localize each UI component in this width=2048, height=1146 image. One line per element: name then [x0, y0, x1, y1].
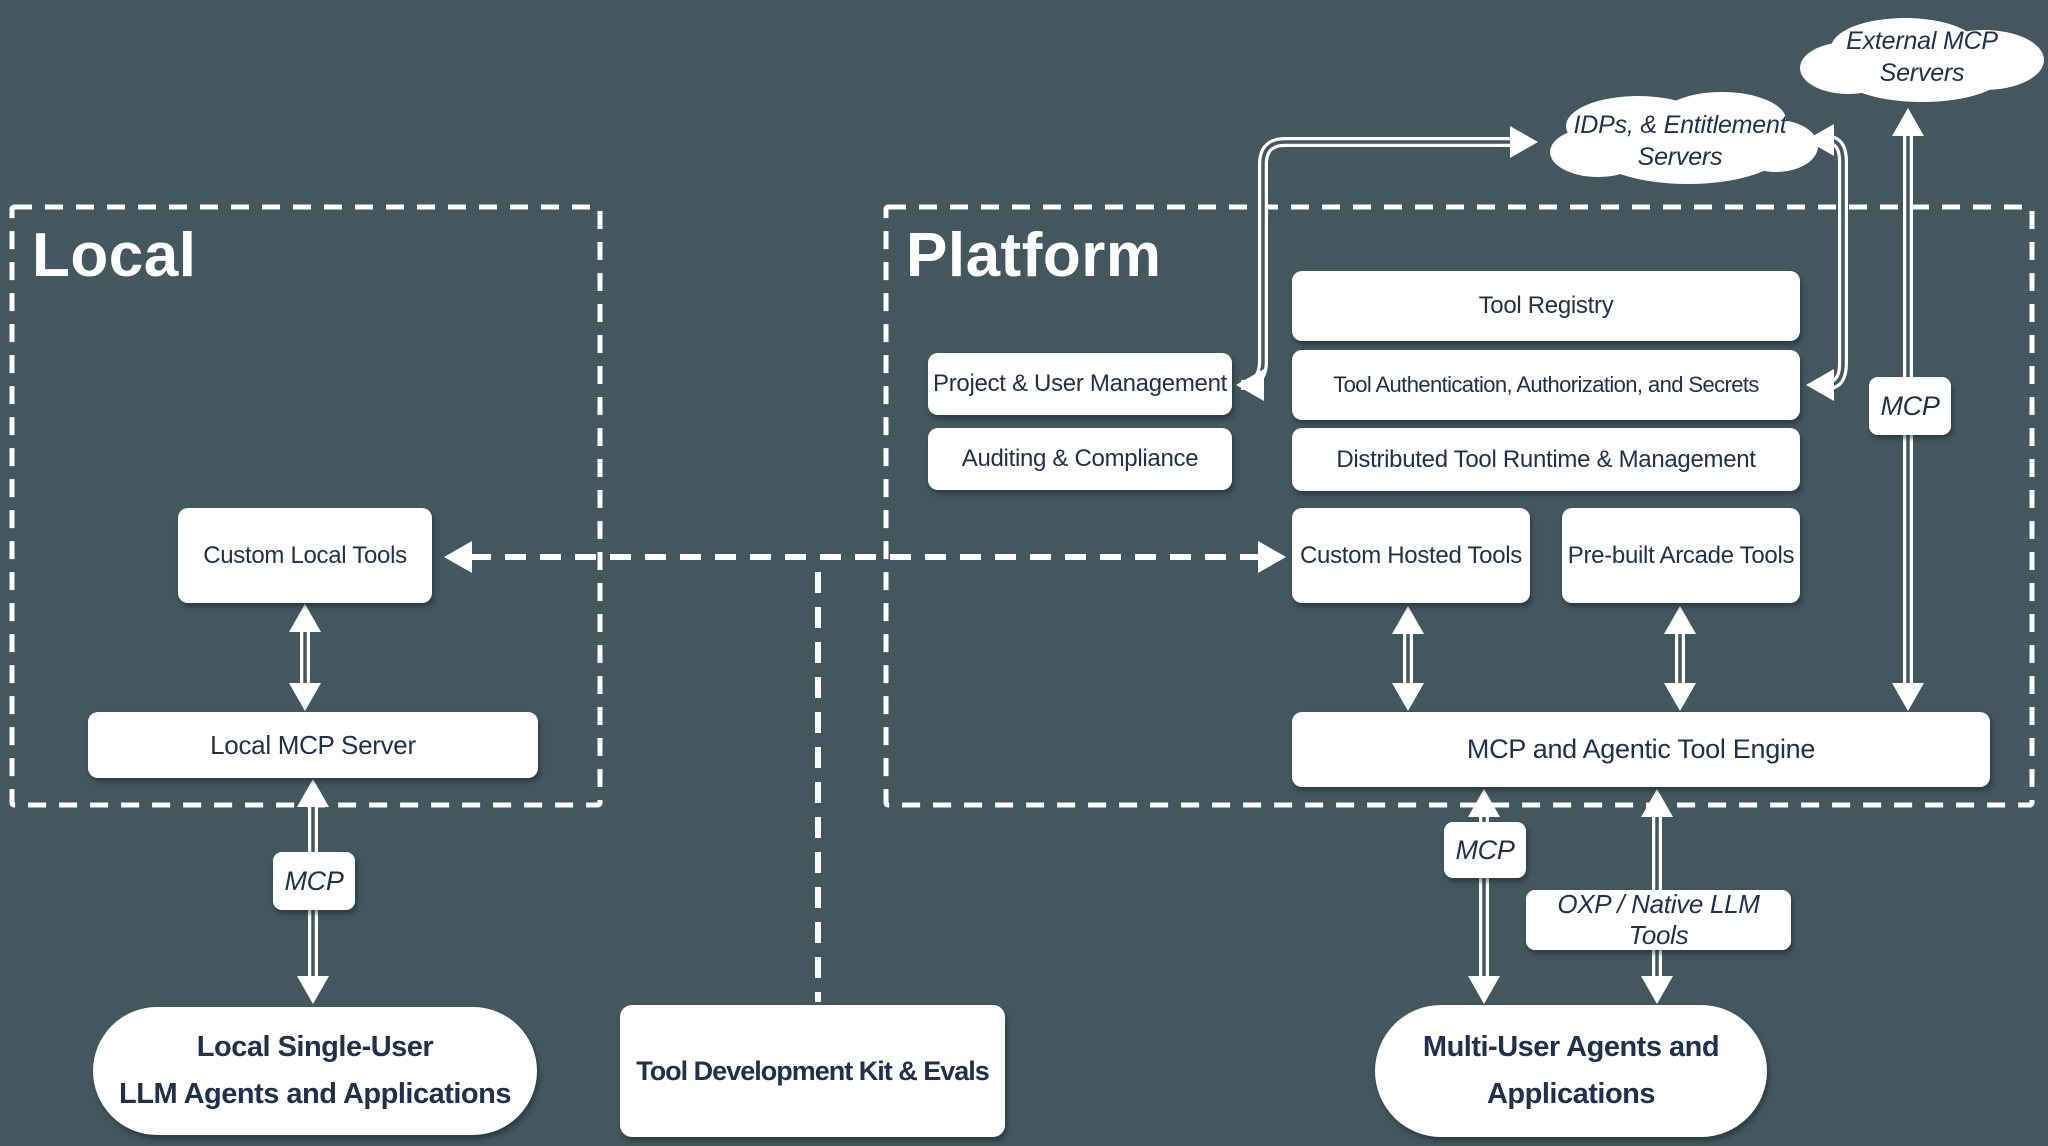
oxp-edge-label: OXP / Native LLM Tools	[1526, 889, 1791, 950]
arrowhead-down-icon	[289, 683, 321, 711]
arrowhead-down-icon	[1664, 683, 1696, 711]
arrowhead-up-icon	[289, 604, 321, 632]
external-mcp-cloud-icon	[1800, 18, 2044, 102]
arrow-prebuilt-engine	[1664, 606, 1696, 711]
arrowhead-left-icon	[1806, 369, 1834, 401]
arrowhead-up-icon	[1641, 789, 1673, 817]
mcp-edge-label-external: MCP	[1869, 377, 1951, 435]
auditing-compliance-node: Auditing & Compliance	[928, 428, 1232, 490]
arrowhead-left-icon	[1806, 124, 1834, 156]
dashed-tools-connector	[444, 541, 1286, 1002]
local-container-border	[9, 204, 603, 808]
arrow-localtools-localmcp	[289, 604, 321, 711]
arrowhead-down-icon	[1468, 976, 1500, 1004]
arrowhead-down-icon	[1392, 683, 1424, 711]
prebuilt-arcade-tools-node: Pre-built Arcade Tools	[1562, 508, 1800, 603]
local-container-title: Local	[32, 221, 197, 290]
arrowhead-up-icon	[297, 779, 329, 807]
local-agents-node: Local Single-User LLM Agents and Applica…	[93, 1007, 537, 1135]
external-mcp-cloud-label: External MCP Servers	[1846, 26, 1998, 88]
multi-user-agents-node: Multi-User Agents and Applications	[1375, 1005, 1767, 1137]
arrowhead-down-icon	[1892, 683, 1924, 711]
idp-cloud-label: IDPs, & Entitlement Servers	[1558, 106, 1802, 176]
platform-container-title: Platform	[906, 221, 1162, 290]
mcp-edge-label-engine: MCP	[1444, 822, 1526, 878]
mcp-edge-label-local: MCP	[273, 852, 355, 910]
idp-cloud-label-line1: IDPs, & Entitlement	[1573, 110, 1787, 139]
arrowhead-left-icon	[444, 541, 472, 573]
arrow-hostedtools-engine	[1392, 606, 1424, 711]
arrowhead-up-icon	[1892, 108, 1924, 136]
multi-user-agents-line1: Multi-User Agents and	[1422, 1030, 1720, 1063]
arrowhead-up-icon	[1468, 789, 1500, 817]
mcp-engine-node: MCP and Agentic Tool Engine	[1292, 712, 1990, 787]
distributed-runtime-node: Distributed Tool Runtime & Management	[1292, 428, 1800, 491]
tool-registry-node: Tool Registry	[1292, 271, 1800, 341]
platform-container-border	[883, 204, 2035, 808]
custom-local-tools-node: Custom Local Tools	[178, 508, 432, 603]
idp-cloud-label-line2: Servers	[1637, 143, 1723, 171]
multi-user-agents-line2: Applications	[1486, 1078, 1656, 1110]
tool-development-kit-node: Tool Development Kit & Evals	[620, 1005, 1005, 1137]
tool-authentication-node: Tool Authentication, Authorization, and …	[1292, 350, 1800, 420]
arrowhead-up-icon	[1664, 606, 1696, 634]
arrowhead-left-icon	[1236, 369, 1264, 401]
local-mcp-server-node: Local MCP Server	[88, 712, 538, 778]
arrowhead-up-icon	[1392, 606, 1424, 634]
idp-cloud-icon	[1550, 92, 1818, 184]
arrowhead-right-icon	[1258, 541, 1286, 573]
arrow-toolauth-idp	[1806, 124, 1848, 401]
local-agents-line2: LLM Agents and Applications	[119, 1078, 511, 1110]
arrow-projectmgmt-idp	[1236, 126, 1538, 401]
local-agents-line1: Local Single-User	[196, 1030, 434, 1063]
project-user-management-node: Project & User Management	[928, 353, 1232, 415]
arrowhead-right-icon	[1510, 126, 1538, 158]
custom-hosted-tools-node: Custom Hosted Tools	[1292, 508, 1530, 603]
arrowhead-down-icon	[297, 976, 329, 1004]
arrowhead-down-icon	[1641, 976, 1673, 1004]
